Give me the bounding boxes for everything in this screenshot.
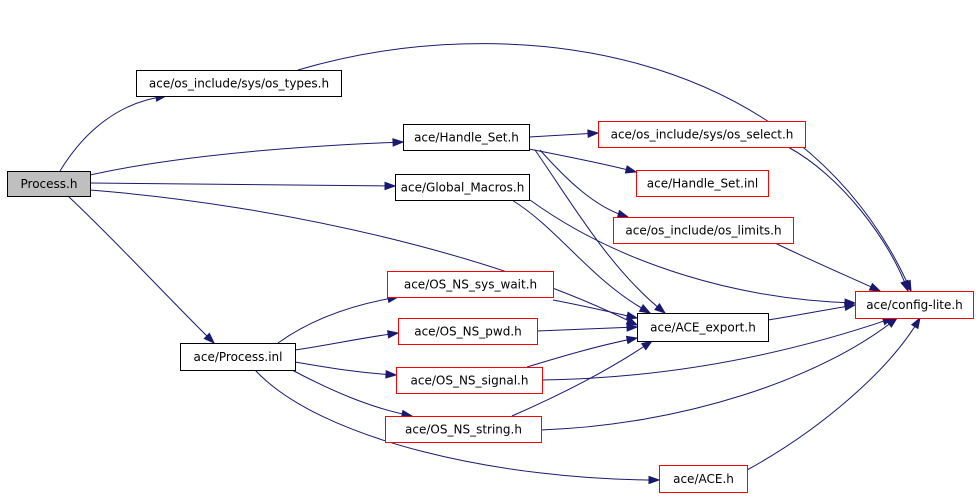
arrow-head-icon: [886, 317, 899, 328]
node-os_select[interactable]: ace/os_include/sys/os_select.h: [598, 121, 806, 148]
node-box[interactable]: [136, 70, 342, 97]
node-string[interactable]: ace/OS_NS_string.h: [385, 416, 542, 443]
node-handle_set_h[interactable]: ace/Handle_Set.h: [403, 124, 530, 151]
arrow-head-icon: [203, 332, 216, 345]
edge-process_h-to-os_types: [59, 93, 168, 172]
node-box[interactable]: [855, 291, 974, 319]
node-signal[interactable]: ace/OS_NS_signal.h: [396, 367, 543, 394]
edge-process_inl-to-pwd: [294, 330, 400, 351]
node-box[interactable]: [403, 124, 530, 151]
arrow-head-icon: [625, 335, 639, 345]
edge-process_h-to-global_macros: [89, 181, 397, 191]
node-process_inl[interactable]: ace/Process.inl: [180, 343, 296, 371]
edge-ace_h-to-config_lite: [746, 316, 921, 471]
edge-pwd-to-ace_export: [536, 323, 639, 332]
node-label[interactable]: ace/Process.inl: [194, 350, 283, 364]
arrow-head-icon: [910, 316, 921, 330]
node-label[interactable]: ace/ACE.h: [673, 472, 734, 486]
edge-sys_wait-to-ace_export: [552, 299, 639, 320]
node-label[interactable]: ace/os_include/sys/os_types.h: [149, 77, 329, 91]
edge-process_inl-to-signal: [294, 361, 398, 379]
arrow-head-icon: [640, 340, 654, 351]
node-global_macros[interactable]: ace/Global_Macros.h: [395, 174, 530, 201]
arrow-head-icon: [648, 475, 661, 485]
edge-global_macros-to-config_lite: [529, 199, 857, 307]
arrow-head-icon: [654, 303, 667, 314]
arrow-head-icon: [626, 323, 639, 332]
nodes-layer: Process.h ace/os_include/sys/os_types.hac…: [7, 70, 974, 493]
edge-process_h-to-process_inl: [67, 195, 216, 345]
node-label[interactable]: ace/Global_Macros.h: [401, 181, 525, 195]
arrow-head-icon: [385, 370, 398, 379]
node-box[interactable]: [636, 170, 769, 197]
node-box[interactable]: [613, 217, 794, 244]
node-label[interactable]: ace/OS_NS_pwd.h: [414, 325, 522, 339]
node-os_limits[interactable]: ace/os_include/os_limits.h: [613, 217, 794, 244]
edge-os_limits-to-config_lite: [774, 242, 882, 292]
node-box[interactable]: [180, 343, 296, 371]
arrow-head-icon: [624, 165, 638, 174]
node-label[interactable]: ace/OS_NS_signal.h: [411, 374, 529, 388]
node-box[interactable]: [385, 416, 542, 443]
arrow-head-icon: [587, 129, 600, 138]
node-config_lite[interactable]: ace/config-lite.h: [855, 291, 974, 319]
edge-signal-to-ace_export: [526, 335, 639, 368]
node-box[interactable]: [396, 367, 543, 394]
node-pwd[interactable]: ace/OS_NS_pwd.h: [398, 318, 538, 345]
edge-handle_set_h-to-handle_set_inl: [528, 148, 638, 174]
node-process_h[interactable]: Process.h: [7, 171, 91, 197]
arrow-head-icon: [900, 279, 909, 293]
node-box[interactable]: [659, 465, 748, 493]
node-label[interactable]: Process.h: [21, 177, 78, 191]
node-label[interactable]: ace/os_include/sys/os_select.h: [611, 128, 794, 142]
node-label[interactable]: ace/config-lite.h: [866, 298, 963, 312]
edge-handle_set_h-to-os_select: [528, 129, 600, 138]
edge-process_h-to-handle_set_h: [89, 138, 405, 176]
edges-layer: [59, 43, 921, 485]
node-box[interactable]: [637, 313, 769, 342]
node-os_types[interactable]: ace/os_include/sys/os_types.h: [136, 70, 342, 97]
node-box[interactable]: [387, 271, 554, 298]
node-label[interactable]: ace/ACE_export.h: [650, 321, 756, 335]
node-ace_h[interactable]: ace/ACE.h: [659, 465, 748, 493]
edge-os_select-to-config_lite: [787, 146, 909, 293]
node-label[interactable]: ace/Handle_Set.h: [414, 131, 519, 145]
node-handle_set_inl[interactable]: ace/Handle_Set.inl: [636, 170, 769, 197]
edge-string-to-config_lite: [540, 317, 899, 431]
node-label[interactable]: ace/Handle_Set.inl: [647, 177, 759, 191]
edge-handle_set_h-to-ace_export: [534, 149, 667, 314]
edge-process_inl-to-ace_h: [254, 369, 661, 485]
node-sys_wait[interactable]: ace/OS_NS_sys_wait.h: [387, 271, 554, 298]
arrow-head-icon: [392, 138, 405, 147]
node-label[interactable]: ace/OS_NS_string.h: [405, 423, 522, 437]
edge-ace_export-to-config_lite: [767, 302, 857, 321]
edge-string-to-ace_export: [511, 340, 654, 417]
arrow-head-icon: [868, 282, 882, 292]
arrow-head-icon: [638, 304, 652, 314]
arrow-head-icon: [843, 302, 857, 311]
node-label[interactable]: ace/os_include/os_limits.h: [625, 224, 781, 238]
arrow-head-icon: [616, 209, 630, 219]
arrow-head-icon: [387, 330, 400, 339]
node-box[interactable]: [395, 174, 530, 201]
node-box[interactable]: [7, 171, 91, 197]
node-box[interactable]: [398, 318, 538, 345]
node-box[interactable]: [598, 121, 806, 148]
node-label[interactable]: ace/OS_NS_sys_wait.h: [404, 278, 537, 292]
node-ace_export[interactable]: ace/ACE_export.h: [637, 313, 769, 342]
arrow-head-icon: [384, 181, 397, 191]
arrow-head-icon: [625, 311, 639, 320]
edge-global_macros-to-ace_export: [511, 199, 652, 314]
